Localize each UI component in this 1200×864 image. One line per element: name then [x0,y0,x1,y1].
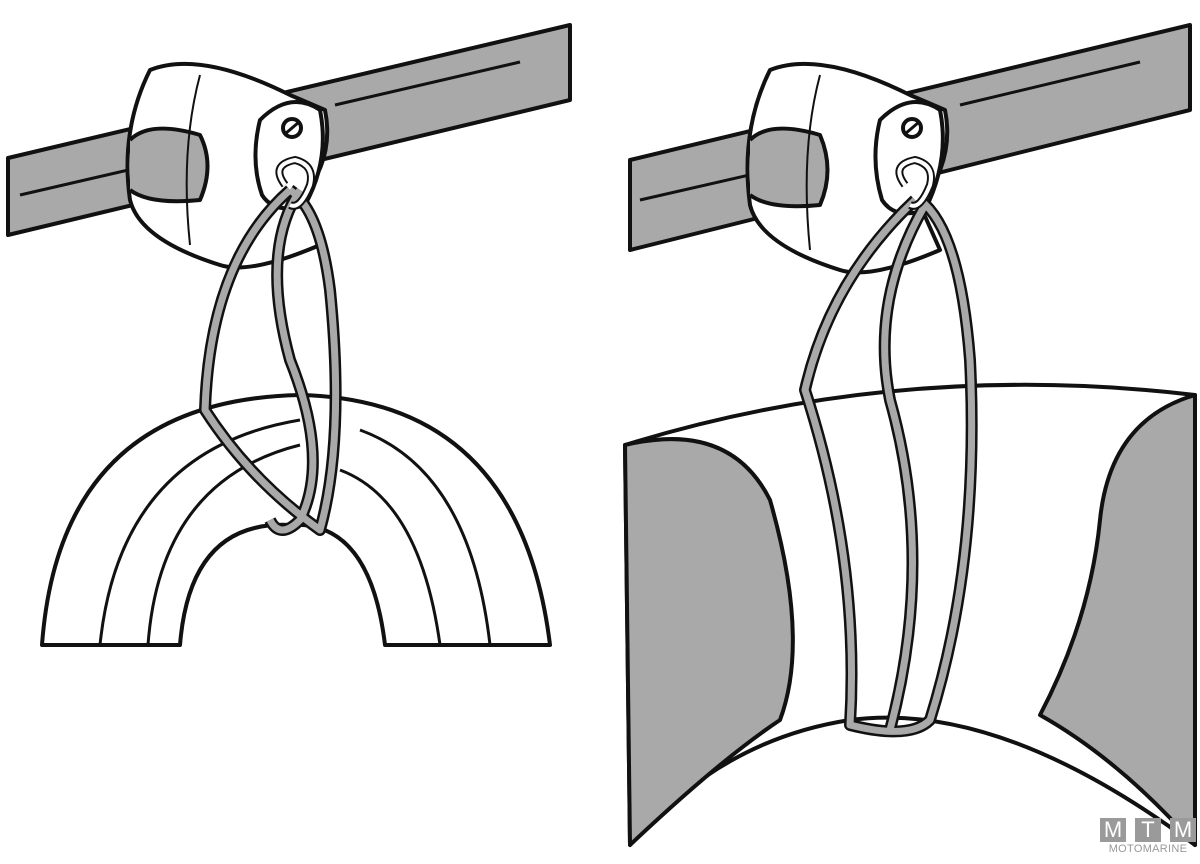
motomarine-logo: M T M MOTOMARINE [1100,818,1196,855]
left-panel-tire-fender [6,23,572,647]
right-panel-cylinder-fender [623,23,1197,847]
logo-letter: T [1135,818,1161,842]
logo-name: MOTOMARINE [1108,843,1188,855]
logo-letter: M [1170,818,1196,842]
logo-letter: M [1100,818,1126,842]
